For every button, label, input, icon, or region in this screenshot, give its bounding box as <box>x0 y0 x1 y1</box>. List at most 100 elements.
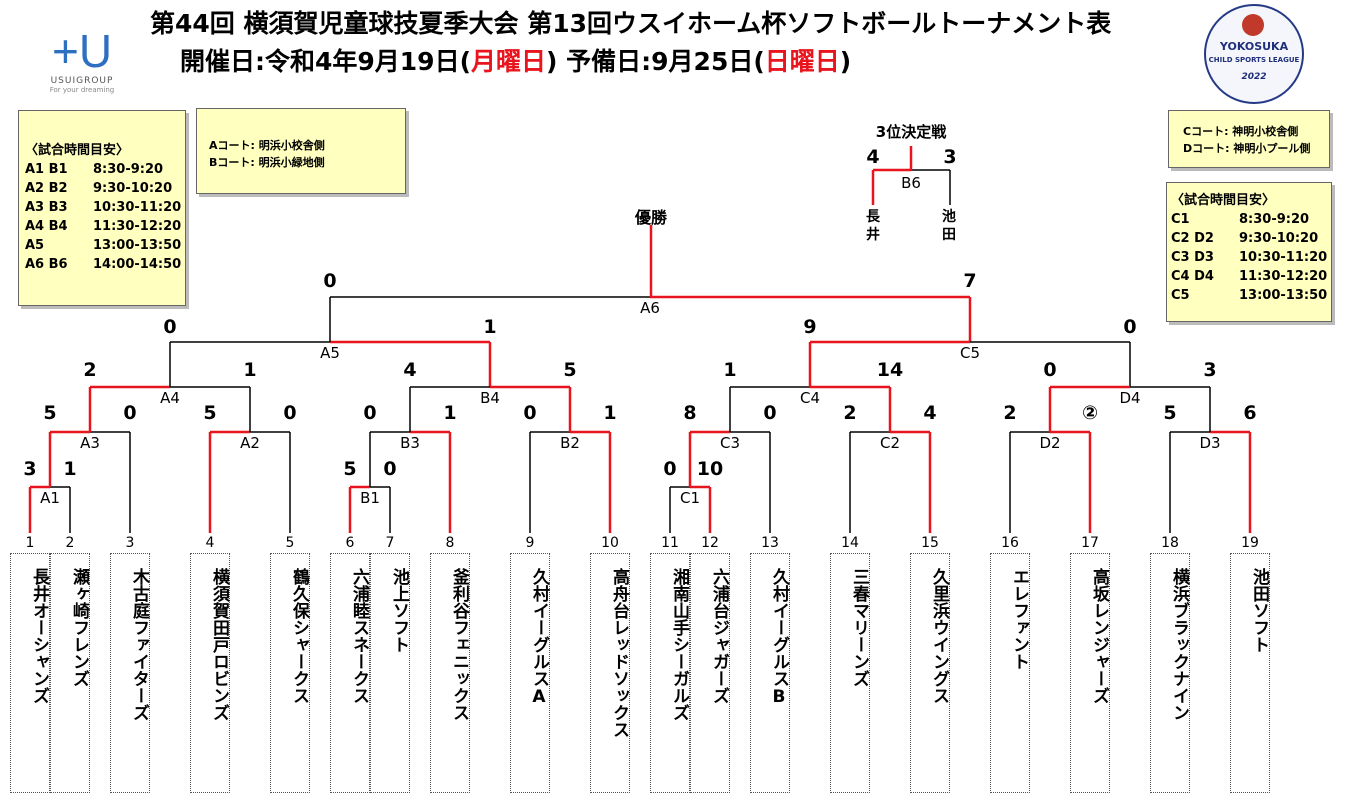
schedule-time: 8:30-9:20 <box>1239 212 1310 227</box>
usui-group-logo: +U USUIGROUP For your dreaming <box>42 26 122 104</box>
team-name: 鶴久保シャークス <box>289 568 309 704</box>
schedule-time: 10:30-11:20 <box>1239 250 1328 265</box>
third-place-right-score: 3 <box>943 146 957 168</box>
team-number: 9 <box>525 535 535 551</box>
score-left: 2 <box>843 402 857 424</box>
court-note-left: Aコート: 明浜小校舎側 Bコート: 明浜小緑地側 <box>196 108 406 194</box>
schedule-match: A6 B6 <box>25 257 68 272</box>
score-left: 5 <box>43 402 57 424</box>
team-box: エレファント <box>990 553 1030 793</box>
team-box: 三春マリーンズ <box>830 553 870 793</box>
schedule-header: 〈試合時間目安〉 <box>1171 193 1276 208</box>
schedule-match: C4 D4 <box>1171 269 1214 284</box>
score-right: 1 <box>603 402 617 424</box>
court-b: Bコート: 明浜小緑地側 <box>209 156 325 169</box>
team-number: 17 <box>1081 535 1099 551</box>
reserve-date-text: ) 予備日:9月25日( <box>546 47 765 76</box>
score-left: 9 <box>803 316 817 338</box>
court-d: Dコート: 神明小プール側 <box>1183 142 1311 155</box>
team-box: 池田ソフト <box>1230 553 1270 793</box>
team-box: 長井オーシャンズ <box>10 553 50 793</box>
score-left: 2 <box>1003 402 1017 424</box>
match-label-a3: A3 <box>80 434 100 452</box>
match-label-a1: A1 <box>40 489 60 507</box>
score-right: 0 <box>283 402 297 424</box>
score-left: 5 <box>1163 402 1177 424</box>
usui-logo-mark: +U <box>51 25 113 77</box>
score-left: 1 <box>723 359 737 381</box>
third-place-left-score: 4 <box>866 146 880 168</box>
reserve-day: 日曜日 <box>764 47 840 76</box>
team-box: 瀬ヶ崎フレンズ <box>50 553 90 793</box>
team-name: 高坂レンジャーズ <box>1089 568 1109 704</box>
schedule-time: 8:30-9:20 <box>93 162 164 177</box>
ball-icon <box>1242 14 1264 36</box>
team-box: 六浦睦スネークス <box>330 553 370 793</box>
team-name: 久村イーグルスA <box>529 568 549 707</box>
team-box: 木古庭ファイターズ <box>110 553 150 793</box>
team-number: 5 <box>285 535 295 551</box>
team-number: 7 <box>385 535 395 551</box>
score-right: 7 <box>963 270 977 292</box>
team-name: 横浜ブラックナイン <box>1169 568 1189 721</box>
team-name: 久村イーグルスB <box>769 568 789 707</box>
team-number: 2 <box>65 535 75 551</box>
score-right: 0 <box>763 402 777 424</box>
team-box: 高舟台レッドソックス <box>590 553 630 793</box>
team-name: 池田ソフト <box>1249 568 1269 653</box>
schedule-match: A5 <box>25 238 45 253</box>
logo-line1: YOKOSUKA <box>1219 40 1289 53</box>
schedule-time: 9:30-10:20 <box>1239 231 1319 246</box>
champion-label: 優勝 <box>634 208 668 227</box>
match-label-d4: D4 <box>1119 389 1141 407</box>
schedule-match: A1 B1 <box>25 162 68 177</box>
court-c: Cコート: 神明小校舎側 <box>1183 125 1299 138</box>
schedule-match: C3 D3 <box>1171 250 1214 265</box>
score-right: 0 <box>123 402 137 424</box>
team-name: 六浦睦スネークス <box>349 568 369 704</box>
match-label-c4: C4 <box>799 389 821 407</box>
team-box: 釜利谷フェニックス <box>430 553 470 793</box>
team-box: 池上ソフト <box>370 553 410 793</box>
score-right: 5 <box>563 359 577 381</box>
score-left: 8 <box>683 402 697 424</box>
schedule-match: C5 <box>1171 288 1190 303</box>
schedule-row: A5 13:00-13:50 <box>25 236 185 255</box>
schedule-match: A3 B3 <box>25 200 68 215</box>
team-number: 15 <box>921 535 939 551</box>
team-box: 横浜ブラックナイン <box>1150 553 1190 793</box>
team-name: 瀬ヶ崎フレンズ <box>69 568 89 687</box>
score-left: 4 <box>403 359 417 381</box>
team-name: 高舟台レッドソックス <box>609 568 629 738</box>
score-left: 5 <box>203 402 217 424</box>
match-label-b2: B2 <box>560 434 580 452</box>
match-label-c3: C3 <box>719 434 741 452</box>
match-label-b1: B1 <box>360 489 380 507</box>
court-note-right: Cコート: 神明小校舎側 Dコート: 神明小プール側 <box>1168 110 1330 168</box>
team-box: 久里浜ウイングス <box>910 553 950 793</box>
team-name: 三春マリーンズ <box>849 568 869 687</box>
schedule-row: C2 D2 9:30-10:20 <box>1171 229 1331 248</box>
team-number: 13 <box>761 535 779 551</box>
schedule-time: 13:00-13:50 <box>93 238 182 253</box>
yokosuka-league-logo: YOKOSUKA CHILD SPORTS LEAGUE 2022 <box>1204 4 1304 104</box>
schedule-header: 〈試合時間目安〉 <box>25 143 130 158</box>
score-right: 1 <box>243 359 257 381</box>
match-label-a4: A4 <box>160 389 180 407</box>
match-label-b6: B6 <box>901 174 921 192</box>
team-name: エレファント <box>1009 568 1029 670</box>
date-text: 開催日:令和4年9月19日( <box>180 47 472 76</box>
team-name: 六浦台ジャガーズ <box>709 568 729 704</box>
team-number: 6 <box>345 535 355 551</box>
schedule-match: C2 D2 <box>1171 231 1214 246</box>
court-a: Aコート: 明浜小校舎側 <box>209 139 325 152</box>
match-label-c1: C1 <box>679 489 701 507</box>
closing-paren: ) <box>839 47 852 76</box>
team-number: 12 <box>701 535 719 551</box>
team-number: 16 <box>1001 535 1019 551</box>
